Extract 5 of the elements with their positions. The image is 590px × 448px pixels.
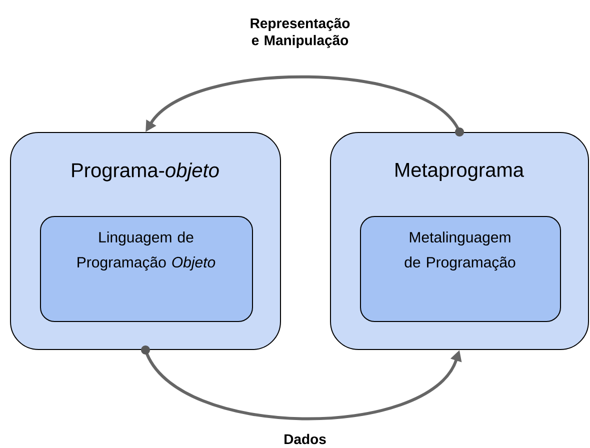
edge-label: Representação e Manipulação bbox=[250, 18, 350, 48]
language-box: Linguagem de Programação Objeto bbox=[40, 216, 253, 322]
language-box: Metalinguagem de Programação bbox=[360, 216, 561, 322]
edge-label: Dados bbox=[284, 434, 326, 444]
arrow bbox=[146, 75, 464, 136]
